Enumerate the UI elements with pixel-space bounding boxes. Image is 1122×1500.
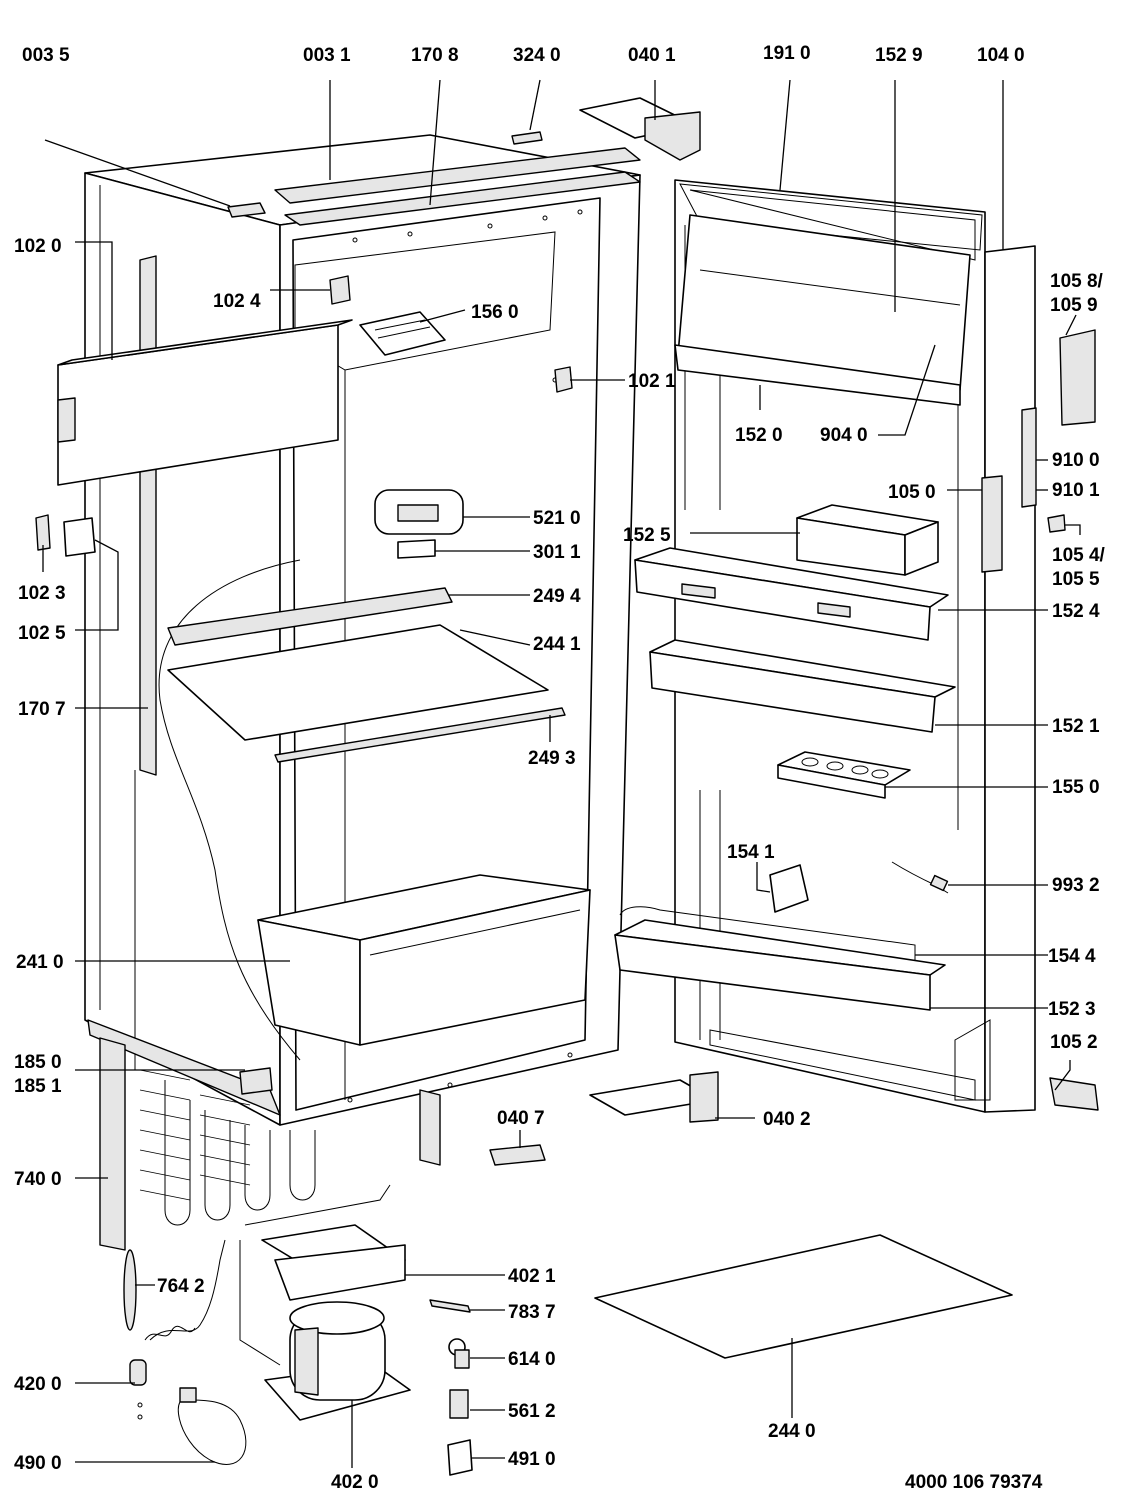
callout-152-1: 152 1 (1052, 716, 1100, 737)
callout-491-0: 491 0 (508, 1449, 556, 1470)
callout-152-5: 152 5 (623, 525, 671, 546)
callout-102-0: 102 0 (14, 236, 62, 257)
callout-105-8: 105 8/ (1050, 271, 1104, 292)
ice-tray (359, 311, 446, 356)
callout-402-0: 402 0 (331, 1472, 379, 1493)
callout-152-3: 152 3 (1048, 999, 1096, 1020)
callout-244-0: 244 0 (768, 1421, 816, 1442)
callout-420-0: 420 0 (14, 1374, 62, 1395)
callout-191-0: 191 0 (763, 43, 811, 64)
callout-561-2: 561 2 (508, 1401, 556, 1422)
callout-170-8: 170 8 (411, 45, 459, 66)
callout-154-1: 154 1 (727, 842, 775, 863)
callout-102-5: 102 5 (18, 623, 66, 644)
callout-040-2: 040 2 (763, 1109, 811, 1130)
callout-102-4: 102 4 (213, 291, 261, 312)
callout-301-1: 301 1 (533, 542, 581, 563)
leader-lines (42, 79, 1081, 1468)
callout-156-0: 156 0 (471, 302, 519, 323)
pipe-lines (239, 1184, 391, 1366)
electrical-parts (429, 1299, 473, 1476)
callout-764-2: 764 2 (157, 1276, 205, 1297)
power-cord (129, 1359, 247, 1465)
callout-105-4: 105 4/ (1052, 545, 1106, 566)
part-0407-shape (489, 1144, 546, 1166)
door-box (796, 504, 939, 576)
callout-040-7: 040 7 (497, 1108, 545, 1129)
bottom-glass-plate (594, 1234, 1013, 1359)
callout-910-0: 910 0 (1052, 450, 1100, 471)
callout-993-2: 993 2 (1052, 875, 1100, 896)
door-shelf-bottom (614, 906, 946, 1011)
callout-003-5: 003 5 (22, 45, 70, 66)
condenser (99, 1037, 441, 1251)
callout-185-0: 185 0 (14, 1052, 62, 1073)
callout-910-1: 910 1 (1052, 480, 1100, 501)
callout-105-2: 105 2 (1050, 1032, 1098, 1053)
capillary-tube (123, 1239, 226, 1341)
thermostat-housing (374, 489, 464, 559)
glass-shelf (167, 587, 566, 763)
callout-152-9: 152 9 (875, 45, 923, 66)
door-shelf-upper (634, 547, 949, 641)
bottom-hinge (589, 1071, 719, 1123)
callout-185-1: 185 1 (14, 1076, 62, 1097)
lower-door-hinge (1049, 1077, 1099, 1111)
drawing-number: 4000 106 79374 (905, 1472, 1043, 1493)
callout-152-0: 152 0 (735, 425, 783, 446)
egg-tray (777, 751, 911, 799)
compressor (264, 1301, 411, 1421)
callout-040-1: 040 1 (628, 45, 676, 66)
butter-compartment (674, 214, 971, 406)
callout-105-9: 105 9 (1050, 295, 1098, 316)
fridge-door (674, 179, 1037, 1113)
callout-614-0: 614 0 (508, 1349, 556, 1370)
part-1024-shape (329, 275, 351, 305)
callout-402-1: 402 1 (508, 1266, 556, 1287)
callout-249-4: 249 4 (533, 586, 581, 607)
crisper-drawer (257, 874, 591, 1046)
callout-155-0: 155 0 (1052, 777, 1100, 798)
part-1058-shape (1059, 329, 1096, 426)
callout-490-0: 490 0 (14, 1453, 62, 1474)
callout-152-4: 152 4 (1052, 601, 1100, 622)
callout-244-1: 244 1 (533, 634, 581, 655)
callout-249-3: 249 3 (528, 748, 576, 769)
part-1054-shape (1047, 514, 1066, 533)
callout-904-0: 904 0 (820, 425, 868, 446)
door-shelf-middle (649, 639, 956, 733)
callout-170-7: 170 7 (18, 699, 66, 720)
callout-783-7: 783 7 (508, 1302, 556, 1323)
callout-324-0: 324 0 (513, 45, 561, 66)
callout-003-1: 003 1 (303, 45, 351, 66)
bottle-stop (769, 864, 809, 913)
callout-104-0: 104 0 (977, 45, 1025, 66)
callout-521-0: 521 0 (533, 508, 581, 529)
callout-105-0: 105 0 (888, 482, 936, 503)
callout-labels: 003 5 003 1 170 8 324 0 040 1 191 0 152 … (14, 43, 1106, 1493)
top-hinge (579, 97, 701, 161)
callout-241-0: 241 0 (16, 952, 64, 973)
part-1021-shape (554, 366, 573, 393)
callout-102-1: 102 1 (628, 371, 676, 392)
callout-154-4: 154 4 (1048, 946, 1096, 967)
freezer-door (57, 319, 353, 486)
callout-740-0: 740 0 (14, 1169, 62, 1190)
compressor-bracket (261, 1224, 406, 1301)
hinge-parts-102 (35, 514, 96, 557)
callout-105-5: 105 5 (1052, 569, 1100, 590)
callout-102-3: 102 3 (18, 583, 66, 604)
